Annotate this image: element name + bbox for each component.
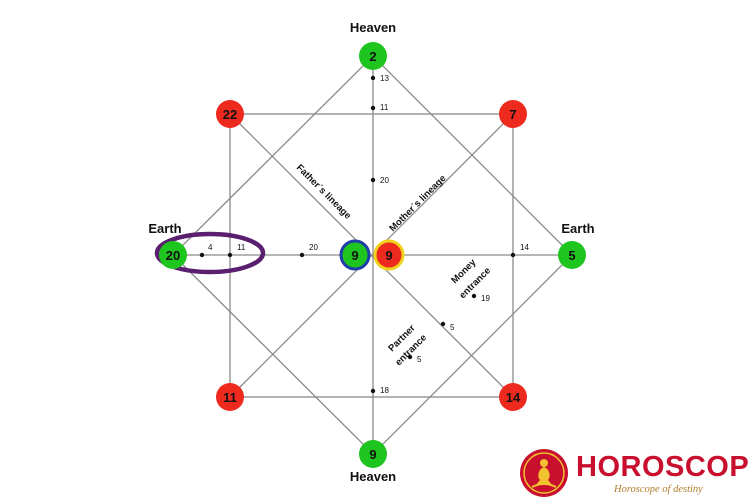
point-v13-label: 13: [380, 74, 389, 83]
fathers-lineage-label: Father´s lineage: [294, 162, 353, 221]
logo-tagline: Horoscope of destiny: [614, 484, 703, 495]
svg-text:7: 7: [509, 107, 516, 122]
svg-text:9: 9: [385, 248, 392, 263]
data-points: 13 11 20 4 11 20 14 19 5 5 18: [199, 74, 529, 395]
heaven-top-label: Heaven: [350, 20, 396, 35]
node-bottom-left: 11: [216, 383, 244, 411]
point-money5: [440, 321, 446, 327]
node-center-right: 9: [373, 239, 405, 271]
point-h14: [510, 252, 516, 258]
earth-right-label: Earth: [561, 221, 594, 236]
point-v20-label: 20: [380, 176, 389, 185]
node-bottom: 9: [359, 440, 387, 468]
svg-text:14: 14: [506, 390, 521, 405]
logo-title: HOROSCOPE: [576, 451, 750, 483]
svg-text:20: 20: [166, 248, 180, 263]
svg-text:9: 9: [351, 248, 358, 263]
point-v18-label: 18: [380, 386, 389, 395]
point-h20: [299, 252, 305, 258]
svg-text:22: 22: [223, 107, 237, 122]
point-v18: [370, 388, 376, 394]
svg-text:11: 11: [223, 390, 237, 405]
meditation-emblem-icon: [520, 449, 568, 497]
horoscope-logo[interactable]: HOROSCOPE Horoscope of destiny: [518, 447, 750, 499]
point-v13: [370, 75, 376, 81]
node-left: 20: [159, 241, 187, 269]
node-top-right: 7: [499, 100, 527, 128]
point-v11: [370, 105, 376, 111]
point-h20-label: 20: [309, 243, 318, 252]
point-v11-label: 11: [380, 103, 389, 112]
point-h4-label: 4: [208, 243, 213, 252]
highlight-ellipse: [154, 231, 266, 275]
point-h4: [199, 252, 205, 258]
node-right: 5: [558, 241, 586, 269]
svg-text:9: 9: [369, 447, 376, 462]
diagonal-mother: [229, 113, 514, 398]
node-center-left: 9: [339, 239, 371, 271]
point-v20: [370, 177, 376, 183]
node-bottom-right: 14: [499, 383, 527, 411]
point-h14-label: 14: [520, 243, 529, 252]
point-money19: [471, 293, 477, 299]
svg-text:2: 2: [369, 49, 376, 64]
point-partner5: [407, 354, 413, 360]
point-h11: [227, 252, 233, 258]
point-partner5-label: 5: [417, 355, 422, 364]
point-money19-label: 19: [481, 294, 490, 303]
point-money5-label: 5: [450, 323, 455, 332]
point-h11-label: 11: [237, 243, 246, 252]
svg-text:5: 5: [568, 248, 575, 263]
mothers-lineage-label: Mother´s lineage: [387, 173, 448, 234]
heaven-bottom-label: Heaven: [350, 469, 396, 484]
node-top: 2: [359, 42, 387, 70]
earth-left-label: Earth: [148, 221, 181, 236]
node-top-left: 22: [216, 100, 244, 128]
